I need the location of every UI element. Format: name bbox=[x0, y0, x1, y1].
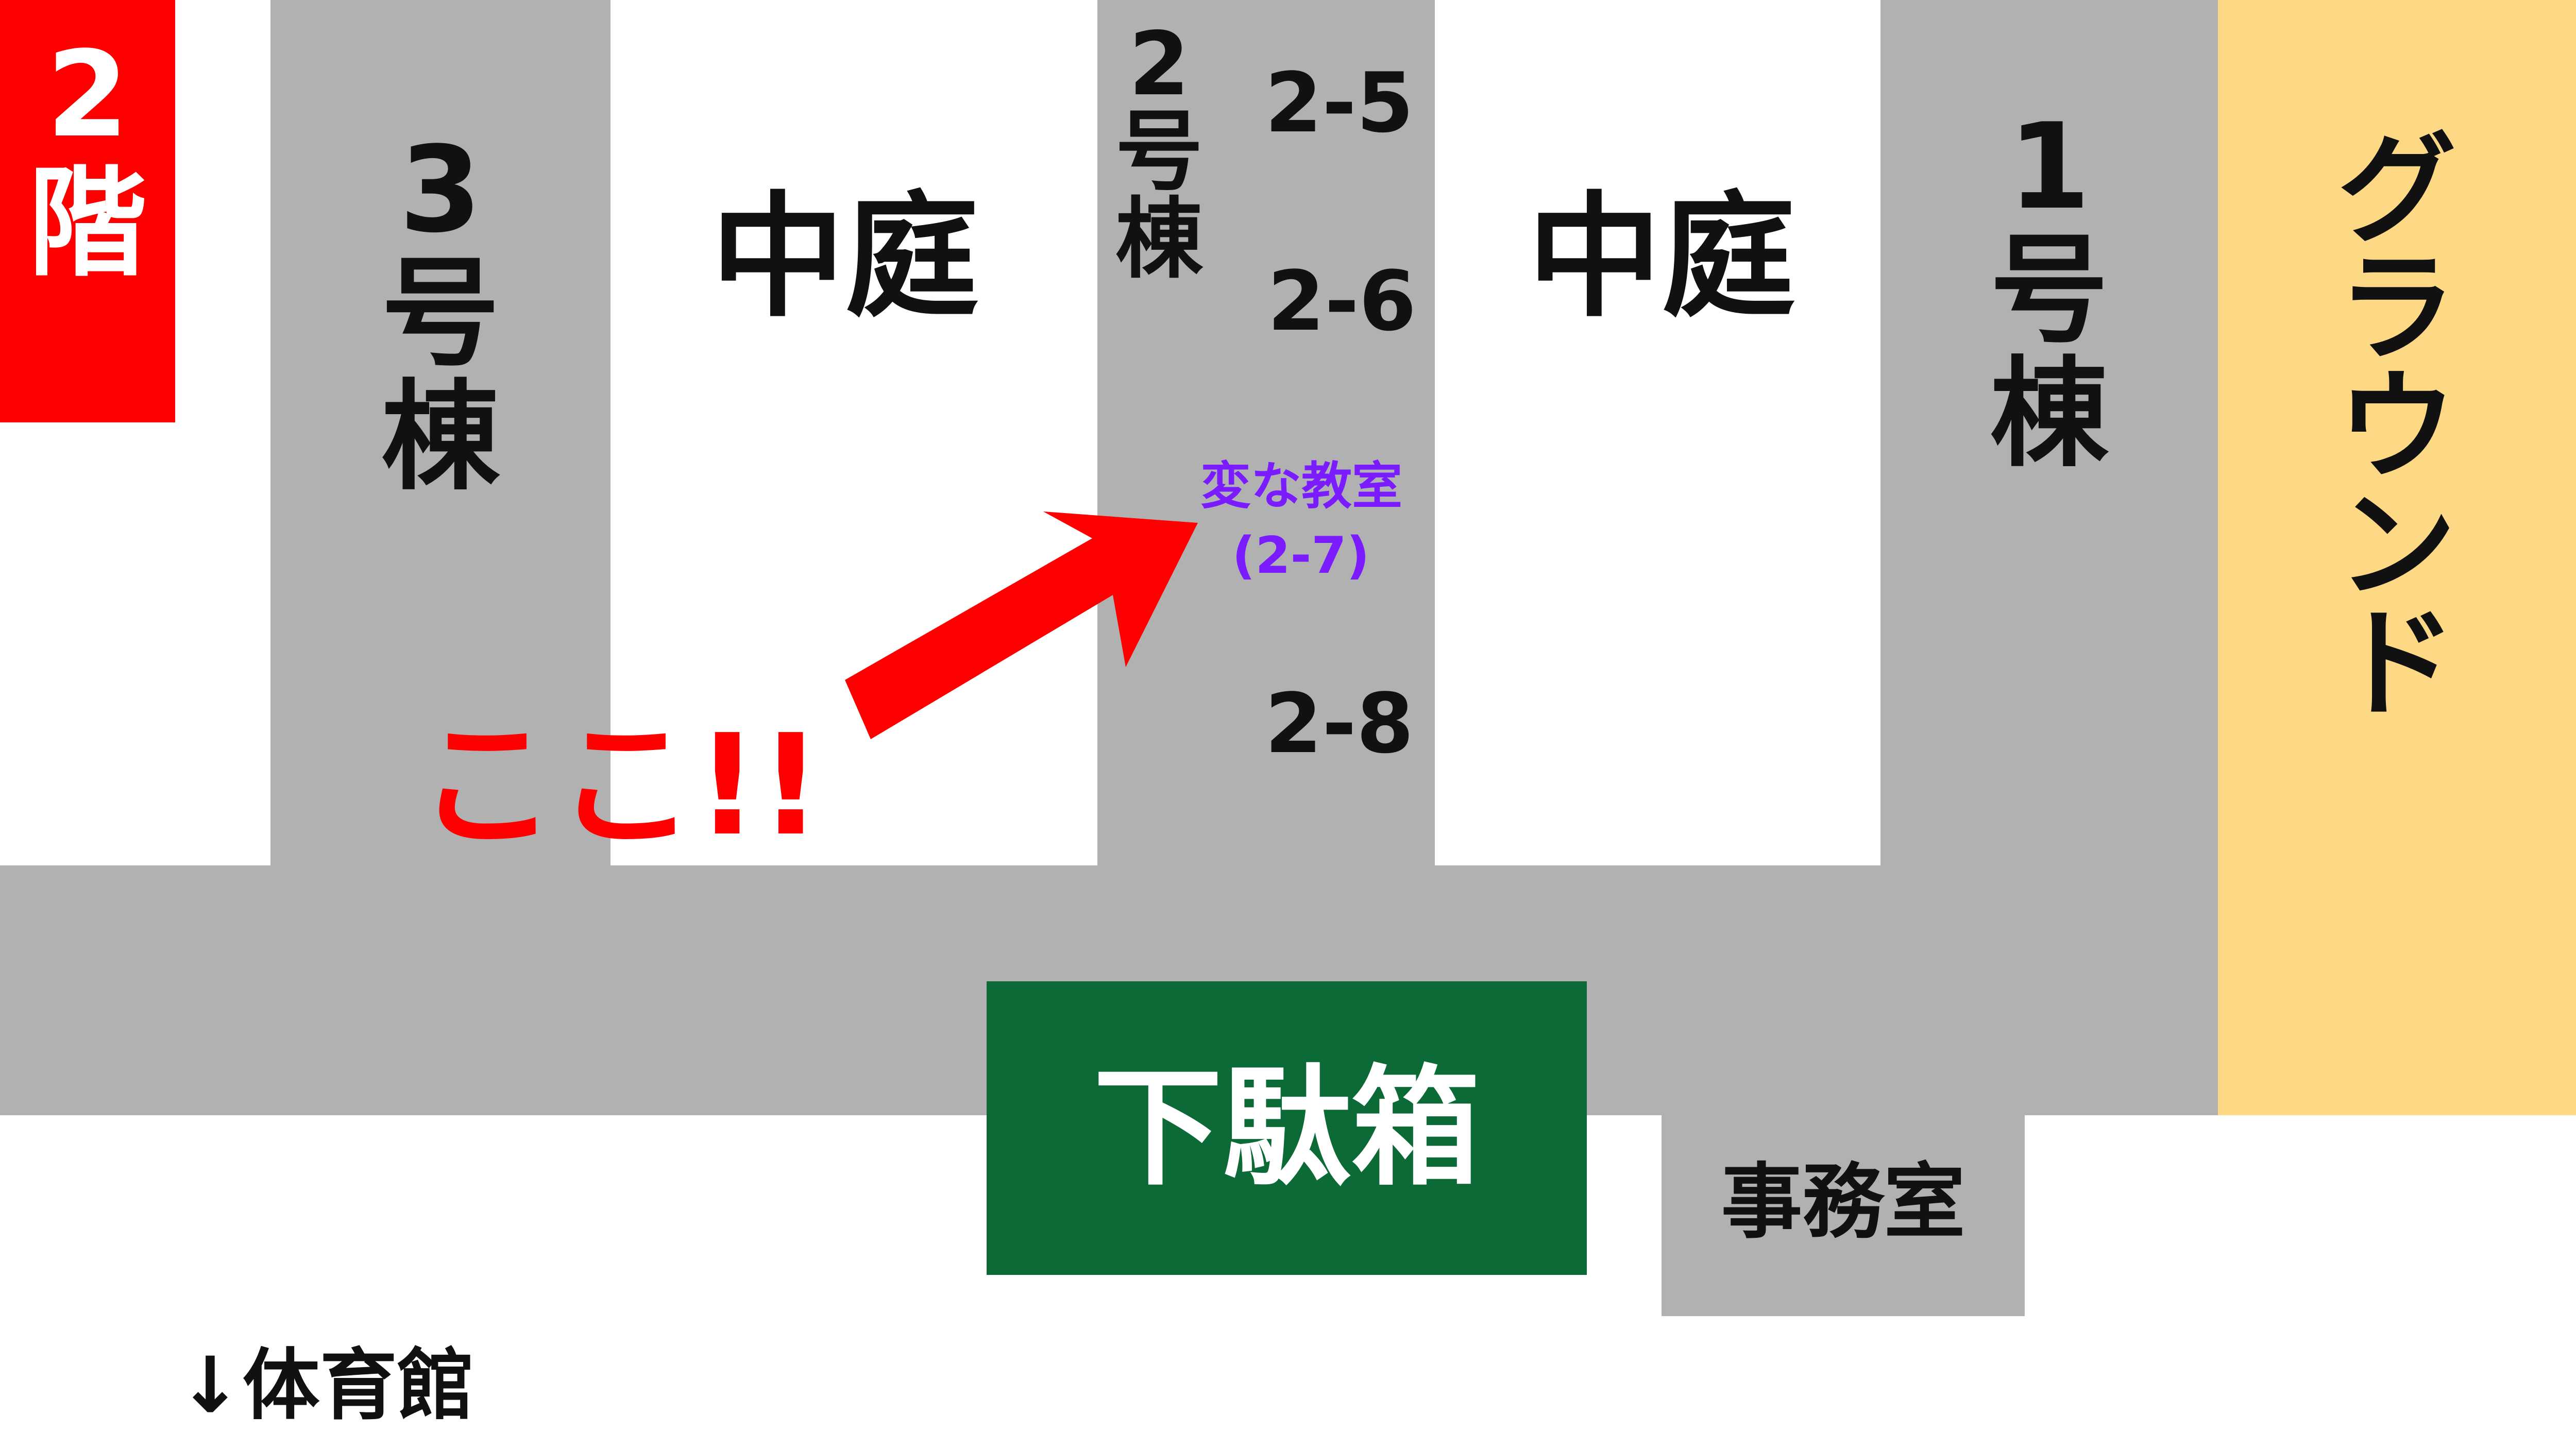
building-3-char-3: 棟 bbox=[381, 369, 500, 506]
ground-char-4: ン bbox=[2337, 477, 2456, 615]
floor-badge: 2 階 bbox=[0, 0, 175, 422]
ground-char-2: ラ bbox=[2337, 240, 2456, 378]
gym-label: ↓体育館 bbox=[178, 1341, 474, 1430]
building-1: 1 号 棟 bbox=[1880, 0, 2218, 876]
room-2-5: 2-5 bbox=[1265, 55, 1414, 151]
shoe-lockers: 下駄箱 bbox=[987, 981, 1587, 1275]
floor-label: 階 bbox=[28, 155, 147, 293]
building-3-char-1: 3 bbox=[399, 122, 482, 259]
ground: グ ラ ウ ン ド bbox=[2218, 0, 2576, 1115]
office: 事務室 bbox=[1662, 1108, 2025, 1316]
ground-char-5: ド bbox=[2337, 595, 2456, 733]
room-2-6: 2-6 bbox=[1267, 253, 1417, 349]
strange-room-code: (2-7) bbox=[1232, 526, 1370, 585]
shoe-lockers-label: 下駄箱 bbox=[1093, 1053, 1480, 1203]
ground-char-3: ウ bbox=[2337, 359, 2456, 496]
building-1-char-2: 号 bbox=[1990, 222, 2109, 360]
building-2-char-1: 2 bbox=[1128, 13, 1190, 115]
courtyard-left-label: 中庭 bbox=[711, 180, 979, 335]
room-2-8: 2-8 bbox=[1265, 675, 1414, 772]
building-1-char-3: 棟 bbox=[1990, 346, 2109, 483]
floor-number: 2 bbox=[46, 26, 129, 164]
building-2: 2 号 棟 2-5 2-6 変な教室 (2-7) 2-8 bbox=[1097, 0, 1435, 876]
office-label: 事務室 bbox=[1721, 1155, 1965, 1250]
building-3-char-2: 号 bbox=[381, 245, 500, 383]
strange-room-name: 変な教室 bbox=[1200, 457, 1403, 516]
courtyard-right-label: 中庭 bbox=[1528, 180, 1795, 335]
here-marker: ここ!! bbox=[417, 704, 823, 866]
building-2-char-2: 号 bbox=[1115, 101, 1203, 203]
building-1-char-1: 1 bbox=[2008, 98, 2091, 236]
building-3: 3 号 棟 bbox=[270, 0, 611, 876]
building-2-char-3: 棟 bbox=[1115, 189, 1203, 291]
ground-char-1: グ bbox=[2337, 122, 2456, 259]
